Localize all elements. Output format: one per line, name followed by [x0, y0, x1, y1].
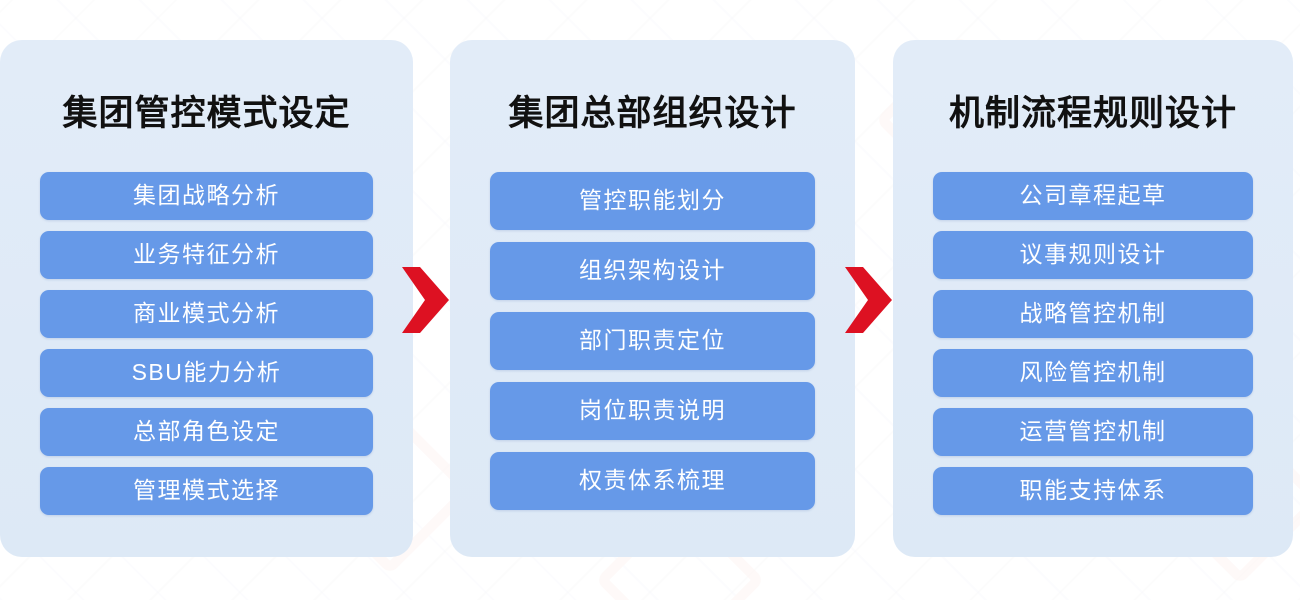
list-item[interactable]: 运营管控机制 [933, 407, 1253, 456]
list-item[interactable]: 总部角色设定 [40, 407, 373, 456]
stage-title-3: 机制流程规则设计 [948, 94, 1237, 133]
list-item[interactable]: 管理模式选择 [40, 466, 373, 515]
stage-title-2: 集团总部组织设计 [508, 94, 797, 133]
stage-panel-1[interactable]: 集团管控模式设定 集团战略分析 业务特征分析 商业模式分析 SBU能力分析 总部… [0, 40, 413, 557]
stage-item-list-2: 管控职能划分 组织架构设计 部门职责定位 岗位职责说明 权责体系梳理 [490, 171, 815, 558]
list-item[interactable]: 管控职能划分 [490, 171, 815, 230]
list-item[interactable]: 权责体系梳理 [490, 451, 815, 510]
list-item[interactable]: 集团战略分析 [40, 171, 373, 220]
process-columns: 集团管控模式设定 集团战略分析 业务特征分析 商业模式分析 SBU能力分析 总部… [0, 40, 1300, 557]
list-item[interactable]: 公司章程起草 [933, 171, 1253, 220]
chevron-right-icon [845, 265, 892, 335]
stage-item-list-1: 集团战略分析 业务特征分析 商业模式分析 SBU能力分析 总部角色设定 管理模式… [40, 171, 373, 558]
list-item[interactable]: 商业模式分析 [40, 289, 373, 338]
stage-title-1: 集团管控模式设定 [62, 94, 351, 133]
list-item[interactable]: 部门职责定位 [490, 311, 815, 370]
list-item[interactable]: 业务特征分析 [40, 230, 373, 279]
list-item[interactable]: 风险管控机制 [933, 348, 1253, 397]
stage-panel-2[interactable]: 集团总部组织设计 管控职能划分 组织架构设计 部门职责定位 岗位职责说明 权责体… [450, 40, 855, 557]
stage-item-list-3: 公司章程起草 议事规则设计 战略管控机制 风险管控机制 运营管控机制 职能支持体… [933, 171, 1253, 558]
list-item[interactable]: 战略管控机制 [933, 289, 1253, 338]
stage-panel-3[interactable]: 机制流程规则设计 公司章程起草 议事规则设计 战略管控机制 风险管控机制 运营管… [893, 40, 1293, 557]
chevron-right-icon [402, 265, 449, 335]
list-item[interactable]: 岗位职责说明 [490, 381, 815, 440]
list-item[interactable]: 职能支持体系 [933, 466, 1253, 515]
list-item[interactable]: 组织架构设计 [490, 241, 815, 300]
list-item[interactable]: 议事规则设计 [933, 230, 1253, 279]
list-item[interactable]: SBU能力分析 [40, 348, 373, 397]
